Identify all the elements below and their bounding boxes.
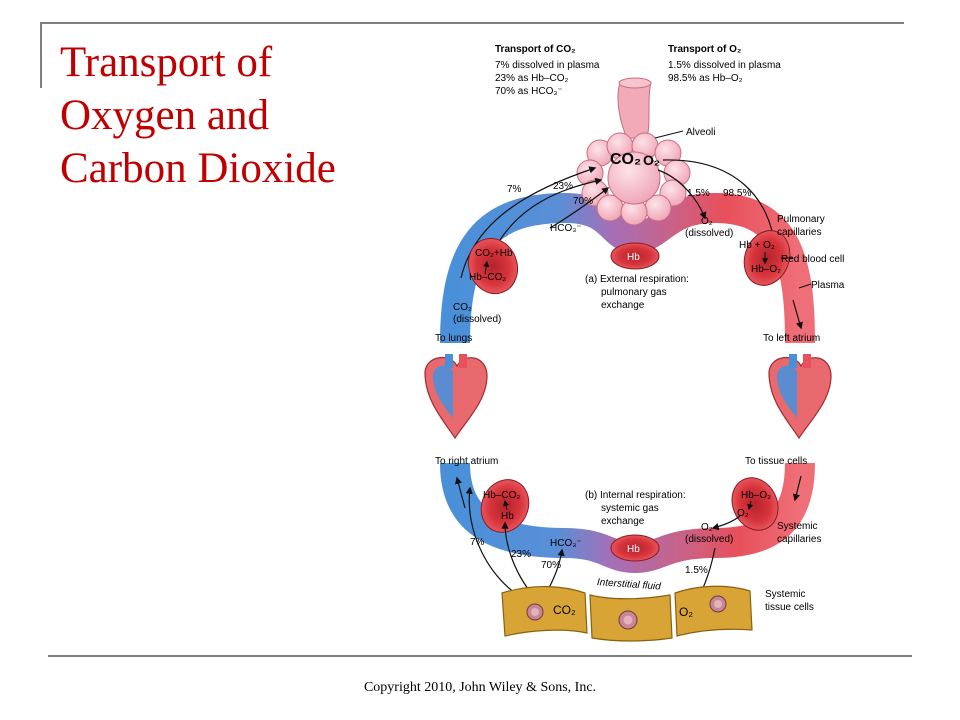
bronchiole [617,82,652,139]
alveoli-o2: O₂ [643,152,660,168]
systemic-tissue-1: Systemic [765,589,806,600]
alveoli-leader [654,130,684,139]
heart-right [768,354,832,440]
pulmonary-capillaries-2: capillaries [777,227,821,238]
o2-dissolved-top-2: (dissolved) [685,228,733,239]
rbc-bottom-right [731,477,779,531]
hb-bottom: Hb [627,544,640,555]
to-tissue-cells-label: To tissue cells [745,456,807,467]
pct-top-23: 23% [553,181,573,192]
external-respiration-1: (a) External respiration: [585,274,689,285]
gas-transport-diagram: Transport of CO₂ 7% dissolved in plasma … [424,44,845,642]
alveoli-label: Alveoli [686,127,715,138]
hb-bottom-left: Hb [501,511,514,522]
bottom-rule [48,655,912,657]
pct-top-70: 70% [573,196,593,207]
hco3-top: HCO₃⁻ [550,223,582,234]
co2-transport-heading: Transport of CO₂ [495,44,576,55]
pct-top-1-5: 1.5% [687,188,710,199]
heart-left [424,354,488,440]
arrow-top-1-5 [657,169,707,220]
red-blood-cell-label: Red blood cell [781,254,844,265]
slide-title: Transport of Oxygen and Carbon Dioxide [60,36,400,195]
rbc-top-center [610,242,660,270]
plasma-label: Plasma [811,280,845,291]
pct-bottom-70: 70% [541,560,561,571]
external-respiration-3: exchange [601,300,645,311]
arrow-top-7 [460,166,597,279]
interstitial-fluid-label: Interstitial fluid [597,577,662,592]
pct-bottom-1-5: 1.5% [685,565,708,576]
to-lungs-label: To lungs [435,333,472,344]
external-respiration-2: pulmonary gas [601,287,667,298]
arrow-top-70 [549,187,610,229]
title-line-3: Carbon Dioxide [60,145,336,192]
title-line-1: Transport of [60,39,273,86]
co2-transport-line-3: 70% as HCO₃⁻ [495,86,563,97]
systemic-tissue-2: tissue cells [765,602,814,613]
co2-dissolved-1: CO₂ [453,302,472,313]
o2-transport-line-1: 1.5% dissolved in plasma [668,60,781,71]
left-rule [40,22,42,88]
flow-arrow-right-top [792,299,803,330]
systemic-capillaries-2: capillaries [777,534,821,545]
internal-respiration-3: exchange [601,516,645,527]
rbc-top-right [743,230,791,286]
o2-dissolved-bottom-2: (dissolved) [685,534,733,545]
co2-transport-line-2: 23% as Hb–CO₂ [495,73,568,84]
hb-co2-bottom: Hb–CO₂ [483,490,520,501]
co2-transport-legend: Transport of CO₂ 7% dissolved in plasma … [495,44,600,97]
o2-transport-heading: Transport of O₂ [668,44,741,55]
internal-respiration-1: (b) Internal respiration: [585,490,686,501]
flow-arrow-left-bottom [455,476,466,509]
alveoli-co2: CO₂ [610,151,641,168]
pct-top-7: 7% [507,184,522,195]
flow-arrow-right-bottom [792,475,802,502]
pct-top-98-5: 98.5% [723,188,751,199]
tissue-cells [501,585,753,642]
internal-respiration-2: systemic gas [601,503,659,514]
tissue-cell-left [501,586,588,637]
tissue-co2: CO₂ [553,603,576,617]
o2-bottom-rbc: O₂ [737,508,749,519]
hb-o2-plus: Hb + O₂ [739,240,775,251]
hb-o2-top: Hb–O₂ [751,264,781,275]
pct-bottom-23: 23% [511,549,531,560]
co2-hb-top: CO₂+Hb [475,248,513,259]
hb-top: Hb [627,252,640,263]
alveoli-cluster: CO₂ O₂ [576,77,691,226]
pct-bottom-7: 7% [470,537,485,548]
to-right-atrium-label: To right atrium [435,456,498,467]
to-left-atrium-label: To left atrium [763,333,820,344]
o2-dissolved-bottom-1: O₂ [701,522,713,533]
co2-transport-line-1: 7% dissolved in plasma [495,60,600,71]
hb-co2-top: Hb–CO₂ [469,272,506,283]
top-rule [40,22,904,24]
rbc-bottom-center [610,534,660,562]
hb-o2-bottom: Hb–O₂ [741,490,771,501]
systemic-capillaries-1: Systemic [777,521,818,532]
rbc-top-left [467,237,519,295]
pulmonary-capillaries-1: Pulmonary [777,214,825,225]
arrow-rbc-to-plasma [711,515,741,531]
hco3-bottom: HCO₃⁻ [550,538,582,549]
o2-transport-line-2: 98.5% as Hb–O₂ [668,73,743,84]
co2-dissolved-2: (dissolved) [453,314,501,325]
title-line-2: Oxygen and [60,92,269,139]
o2-transport-legend: Transport of O₂ 1.5% dissolved in plasma… [668,44,781,84]
o2-dissolved-top-1: O₂ [701,216,713,227]
copyright-footer: Copyright 2010, John Wiley & Sons, Inc. [363,680,597,695]
tissue-o2: O₂ [679,605,693,619]
